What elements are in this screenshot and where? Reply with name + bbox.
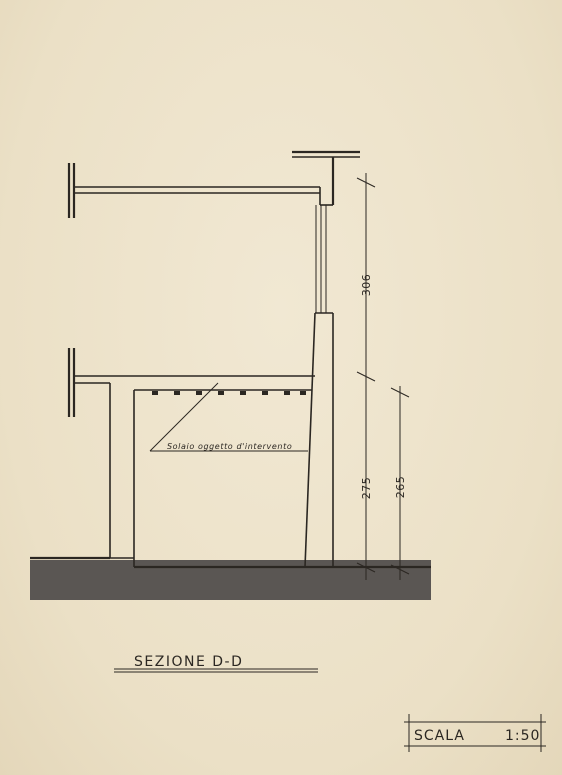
dim-label-lower-right: 265 (394, 476, 407, 499)
joist-block (284, 391, 290, 395)
dim-tick (356, 562, 376, 573)
dim-label-upper: 306 (360, 274, 373, 297)
joist-block (174, 391, 180, 395)
scale-label: SCALA (414, 728, 465, 744)
joist-block (152, 391, 158, 395)
joist-block (300, 391, 306, 395)
joist-block (240, 391, 246, 395)
scale-value: 1:50 (505, 728, 540, 744)
section-title: SEZIONE D-D (134, 654, 243, 670)
wall-right-inner (304, 312, 316, 568)
joist-blocks (152, 391, 306, 395)
joist-block (262, 391, 268, 395)
dim-tick (356, 371, 376, 382)
dim-tick (390, 387, 410, 398)
joist-block (196, 391, 202, 395)
dim-tick (356, 177, 376, 188)
joist-block (218, 391, 224, 395)
slab-note: Solaio oggetto d'intervento (167, 442, 292, 451)
dim-label-lower-left: 275 (360, 477, 373, 500)
note-leader-diagonal (149, 382, 219, 452)
dim-tick (390, 564, 410, 575)
